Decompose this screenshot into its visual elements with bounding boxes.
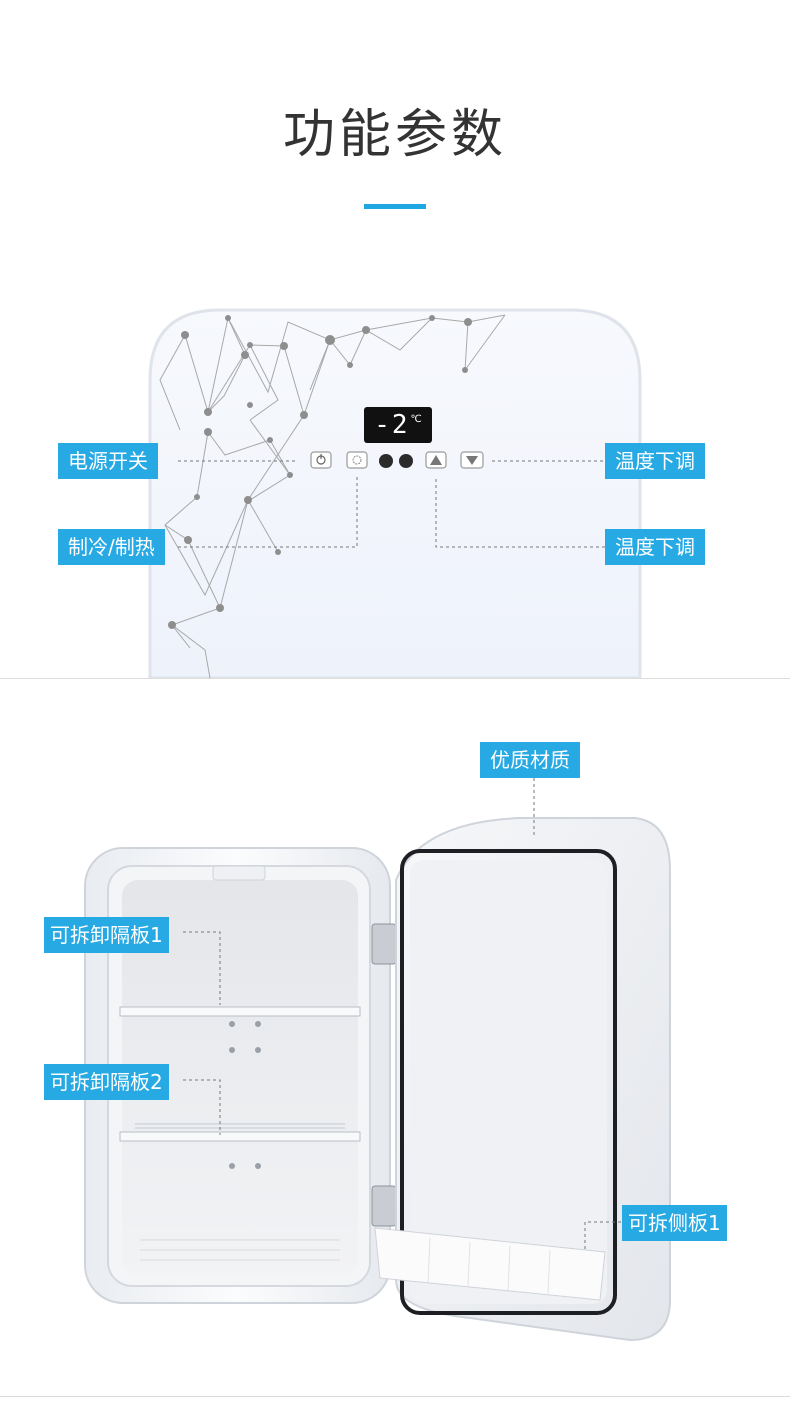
panel-body (148, 308, 642, 678)
label-shelf-2: 可拆卸隔板2 (44, 1064, 169, 1100)
mode-button (346, 451, 368, 469)
down-arrow-icon (466, 456, 478, 465)
shelf-1 (119, 1006, 361, 1017)
door-bin-ribs (427, 1237, 551, 1295)
fridge-leader-lines (183, 778, 627, 1250)
section-divider-2 (0, 1396, 790, 1397)
door-inner-panel (410, 860, 607, 1304)
label-power-switch: 电源开关 (58, 443, 158, 479)
indicator-light-2 (399, 454, 413, 468)
section-divider-1 (0, 678, 790, 679)
power-button (310, 451, 332, 469)
label-temp-down-bottom: 温度下调 (605, 529, 705, 565)
hinge-bottom (371, 1185, 397, 1227)
display-readout: -2 ℃ (364, 407, 432, 443)
label-side-panel: 可拆侧板1 (622, 1205, 727, 1241)
door-gasket (400, 849, 617, 1315)
bottom-grille (140, 1239, 340, 1261)
label-quality-material: 优质材质 (480, 742, 580, 778)
shelf-screws (229, 1021, 261, 1169)
top-latch (212, 865, 266, 881)
hinge-top (371, 923, 397, 965)
page-title: 功能参数 (282, 105, 507, 165)
open-fridge-illustration (84, 778, 671, 1342)
up-arrow-icon (430, 455, 442, 465)
label-shelf-1: 可拆卸隔板1 (44, 917, 169, 953)
shelf-2-grille (135, 1123, 345, 1129)
door-bin (374, 1227, 606, 1301)
constellation-dots (168, 315, 472, 629)
fridge-interior (122, 880, 358, 1276)
snowflake-icon (352, 455, 362, 465)
display-unit: ℃ (410, 413, 422, 425)
indicator-light-1 (379, 454, 393, 468)
label-temp-down-top: 温度下调 (605, 443, 705, 479)
panel-leader-lines (178, 460, 605, 548)
shelf-2 (119, 1131, 361, 1142)
fridge-front-panel (148, 308, 642, 678)
temperature-display (364, 407, 432, 443)
title-underline (364, 204, 426, 209)
display-value: -2 (374, 410, 410, 440)
label-cool-heat: 制冷/制热 (58, 529, 165, 565)
